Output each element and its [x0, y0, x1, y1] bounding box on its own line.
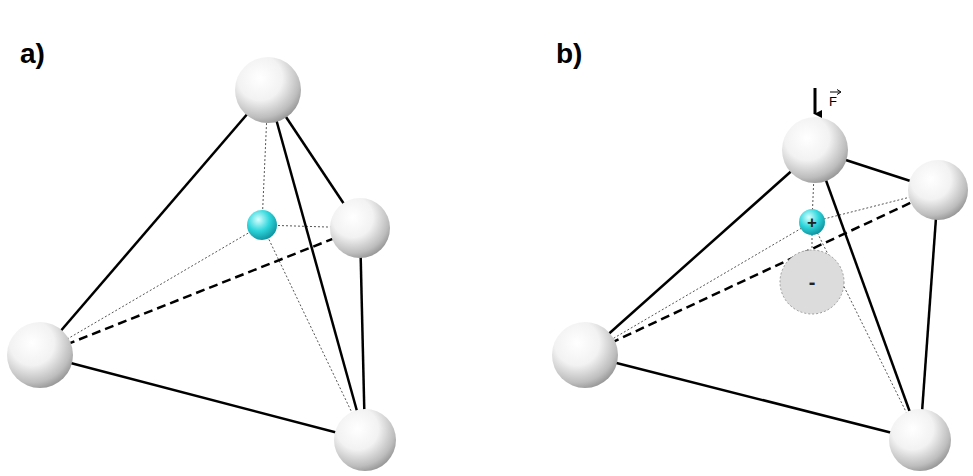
cation-sphere	[247, 210, 277, 240]
panel-label: a)	[20, 40, 45, 68]
dotted-bonds	[585, 150, 938, 440]
tetrahedron-a	[7, 57, 396, 471]
cation-sphere: +	[798, 208, 826, 236]
charge-cloud: -	[779, 249, 845, 315]
dotted-bonds	[40, 90, 365, 440]
panel-label: b)	[556, 40, 582, 68]
charge-sign: +	[807, 214, 817, 231]
force-arrow	[814, 88, 817, 114]
anion-spheres	[7, 57, 396, 471]
edges	[40, 90, 365, 440]
charge-sign: -	[809, 272, 816, 292]
vector-arrow	[837, 90, 841, 95]
node-circle	[799, 209, 825, 235]
vector-arrow	[830, 92, 840, 93]
anion-spheres	[552, 117, 968, 471]
node-circle	[780, 250, 844, 314]
tetrahedron-b	[552, 88, 968, 471]
edges	[585, 150, 938, 440]
hidden-edge	[585, 190, 938, 355]
force-label: F	[829, 95, 837, 108]
